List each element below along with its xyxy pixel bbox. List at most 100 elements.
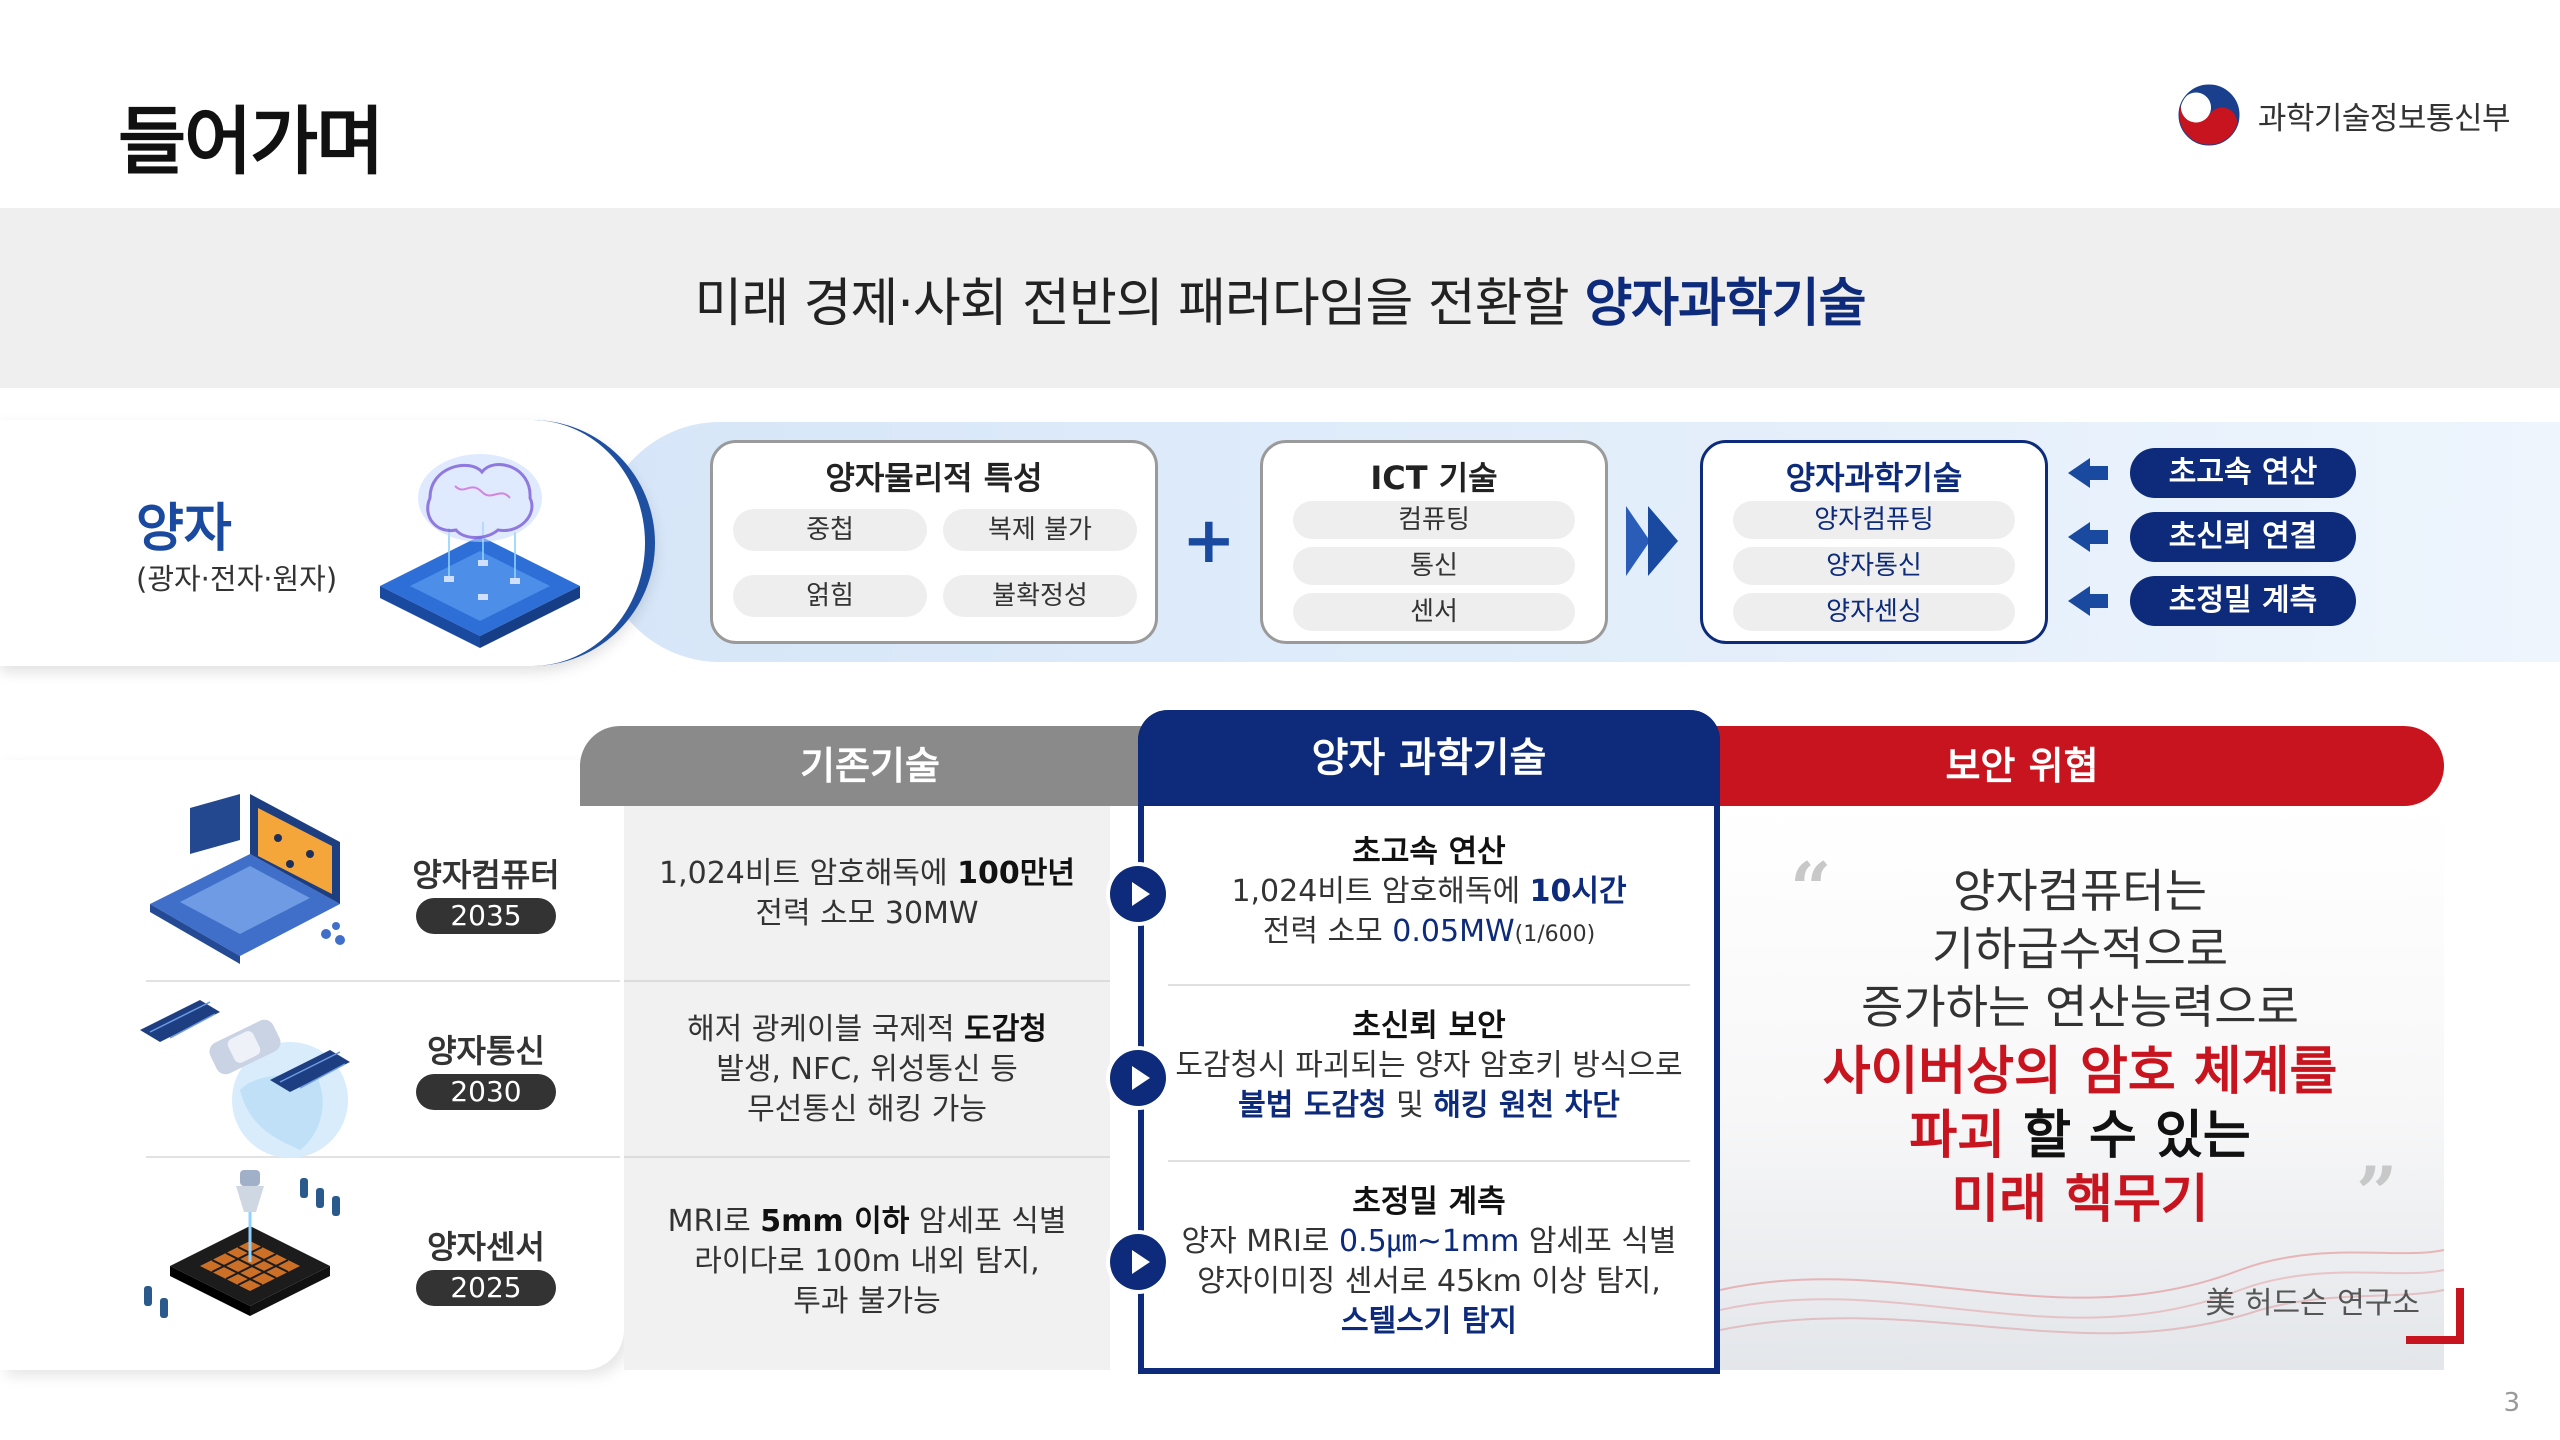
quote-open-icon: “ — [1790, 846, 1832, 931]
chip-computing: 컴퓨팅 — [1293, 501, 1575, 539]
threat-emphasis-line: 미래 핵무기 — [1951, 1170, 2209, 1230]
chip-communication: 통신 — [1293, 547, 1575, 585]
column-header-quantum-tech: 양자 과학기술 — [1138, 710, 1720, 806]
cell-emphasis: 불법 도감청 — [1238, 1088, 1387, 1123]
chip-uncertainty: 불확정성 — [943, 575, 1137, 617]
arrow-left-icon — [2068, 586, 2108, 616]
row-divider — [624, 1156, 1110, 1158]
source-citation: 美 허드슨 연구소 — [2205, 1286, 2420, 1321]
row-divider — [1168, 984, 1690, 986]
cell-text: 전력 소모 30MW — [755, 896, 979, 931]
existing-cell-communication: 해저 광케이블 국제적 도감청 발생, NFC, 위성통신 등 무선통신 해킹 … — [624, 1010, 1110, 1130]
cell-title: 초정밀 계측 — [1352, 1184, 1506, 1220]
column-header-security-threat: 보안 위협 — [1700, 726, 2444, 806]
quantum-title: 양자 — [136, 499, 232, 559]
quantum-cell-measurement: 초정밀 계측 양자 MRI로 0.5㎛~1mm 암세포 식별 양자이미징 센서로… — [1150, 1182, 1708, 1342]
chip-sensor: 센서 — [1293, 593, 1575, 631]
security-threat-column — [1720, 806, 2444, 1370]
page-number: 3 — [2503, 1388, 2520, 1418]
cell-emphasis: 10시간 — [1529, 874, 1627, 909]
threat-emphasis-line: 사이버상의 암호 체계를 — [1822, 1042, 2338, 1102]
threat-text-word: 할 수 있는 — [2005, 1106, 2251, 1166]
tech-name-quantum-communication: 양자통신 — [427, 1032, 545, 1070]
cell-emphasis: 5mm 이하 — [760, 1204, 910, 1239]
cell-emphasis: 100만년 — [957, 856, 1075, 891]
laptop-computer-icon — [150, 794, 345, 964]
quantum-tech-box: 양자과학기술 양자컴퓨팅 양자통신 양자센싱 — [1700, 440, 2048, 644]
tag-ultra-reliable-connection: 초신뢰 연결 — [2130, 512, 2356, 562]
quantum-sensor-chip-icon — [144, 1170, 340, 1318]
row-divider — [624, 980, 1110, 982]
quantum-tech-column — [1138, 710, 1720, 1374]
threat-emphasis-word: 파괴 — [1909, 1106, 2005, 1166]
row-divider — [146, 1156, 620, 1158]
chip-no-cloning: 복제 불가 — [943, 509, 1137, 551]
cell-emphasis: 0.05MW — [1392, 914, 1515, 949]
tag-ultra-fast-computing: 초고속 연산 — [2130, 448, 2356, 498]
threat-line: 기하급수적으로 — [1931, 922, 2229, 976]
corner-bracket-decoration — [2406, 1288, 2464, 1344]
chip-quantum-computing: 양자컴퓨팅 — [1733, 501, 2015, 539]
cell-text: 투과 불가능 — [793, 1284, 941, 1319]
quantum-subtitle: (광자·전자·원자) — [136, 562, 338, 596]
play-circle-icon — [1110, 866, 1166, 922]
quote-close-icon: ” — [2356, 1150, 2398, 1235]
play-circle-icon — [1110, 1234, 1166, 1290]
ministry-name: 과학기술정보통신부 — [2257, 100, 2511, 137]
tag-ultra-precise-measurement: 초정밀 계측 — [2130, 576, 2356, 626]
quantum-pill — [0, 420, 655, 666]
chip-quantum-sensing: 양자센싱 — [1733, 593, 2015, 631]
cell-text: 1,024비트 암호해독에 — [1231, 874, 1530, 909]
cell-note: (1/600) — [1514, 922, 1596, 947]
satellite-globe-icon — [140, 1000, 350, 1158]
cell-text: MRI로 — [667, 1204, 761, 1239]
cell-text: 암세포 식별 — [909, 1204, 1067, 1239]
existing-cell-sensor: MRI로 5mm 이하 암세포 식별 라이다로 100m 내외 탐지, 투과 불… — [624, 1202, 1110, 1322]
cell-emphasis: 스텔스기 탐지 — [1340, 1304, 1518, 1339]
page-title: 들어가며 — [118, 99, 384, 185]
cell-text: 발생, NFC, 위성통신 등 — [716, 1052, 1018, 1087]
double-chevron-right-icon — [1626, 506, 1678, 576]
quantum-cell-computing: 초고속 연산 1,024비트 암호해독에 10시간 전력 소모 0.05MW(1… — [1150, 832, 1708, 955]
headline-highlight: 양자과학기술 — [1584, 273, 1866, 334]
tech-name-quantum-computer: 양자컴퓨터 — [412, 856, 560, 894]
existing-tech-column — [624, 806, 1110, 1370]
cell-text: 해저 광케이블 국제적 — [687, 1012, 965, 1047]
row-divider — [1168, 1160, 1690, 1162]
existing-header-label: 기존기술 — [800, 744, 940, 788]
cell-emphasis: 해킹 원천 차단 — [1433, 1088, 1620, 1123]
row-divider — [146, 980, 620, 982]
year-badge: 2030 — [416, 1074, 556, 1110]
quantum-cell-security: 초신뢰 보안 도감청시 파괴되는 양자 암호키 방식으로 불법 도감청 및 해킹… — [1150, 1006, 1708, 1126]
cell-text: 양자 MRI로 — [1181, 1224, 1339, 1259]
existing-cell-computer: 1,024비트 암호해독에 100만년 전력 소모 30MW — [624, 854, 1110, 934]
cell-text: 전력 소모 — [1262, 914, 1393, 949]
cell-emphasis: 0.5㎛~1mm — [1338, 1224, 1520, 1259]
tech-name-quantum-sensor: 양자센서 — [427, 1228, 545, 1266]
chip-quantum-communication: 양자통신 — [1733, 547, 2015, 585]
plus-sign: + — [1182, 504, 1236, 578]
headline-banner: 미래 경제·사회 전반의 패러다임을 전환할 양자과학기술 — [0, 208, 2560, 388]
cell-text: 도감청시 파괴되는 양자 암호키 방식으로 — [1175, 1048, 1683, 1083]
arrow-left-icon — [2068, 458, 2108, 488]
cell-text: 무선통신 해킹 가능 — [747, 1092, 987, 1127]
threat-line: 증가하는 연산능력으로 — [1861, 980, 2299, 1034]
ict-box-title: ICT 기술 — [1370, 459, 1498, 497]
chip-entanglement: 얽힘 — [733, 575, 927, 617]
cell-text: 및 — [1386, 1088, 1434, 1123]
cell-title: 초고속 연산 — [1352, 834, 1506, 870]
headline-prefix: 미래 경제·사회 전반의 패러다임을 전환할 — [694, 273, 1570, 334]
physics-properties-box: 양자물리적 특성 중첩 복제 불가 얽힘 불확정성 — [710, 440, 1158, 644]
ministry-logo: 과학기술정보통신부 — [2176, 82, 2511, 148]
arrow-left-icon — [2068, 522, 2108, 552]
physics-box-title: 양자물리적 특성 — [825, 459, 1043, 497]
ict-tech-box: ICT 기술 컴퓨팅 통신 센서 — [1260, 440, 1608, 644]
cell-text: 암세포 식별 — [1519, 1224, 1677, 1259]
chip-superposition: 중첩 — [733, 509, 927, 551]
column-header-existing-tech: 기존기술 — [580, 726, 1160, 806]
cell-emphasis: 도감청 — [964, 1012, 1047, 1047]
red-wave-background — [1720, 1249, 2444, 1335]
year-badge: 2025 — [416, 1270, 556, 1306]
quantum-brain-chip-icon — [380, 454, 580, 648]
threat-line: 양자컴퓨터는 — [1953, 864, 2207, 918]
